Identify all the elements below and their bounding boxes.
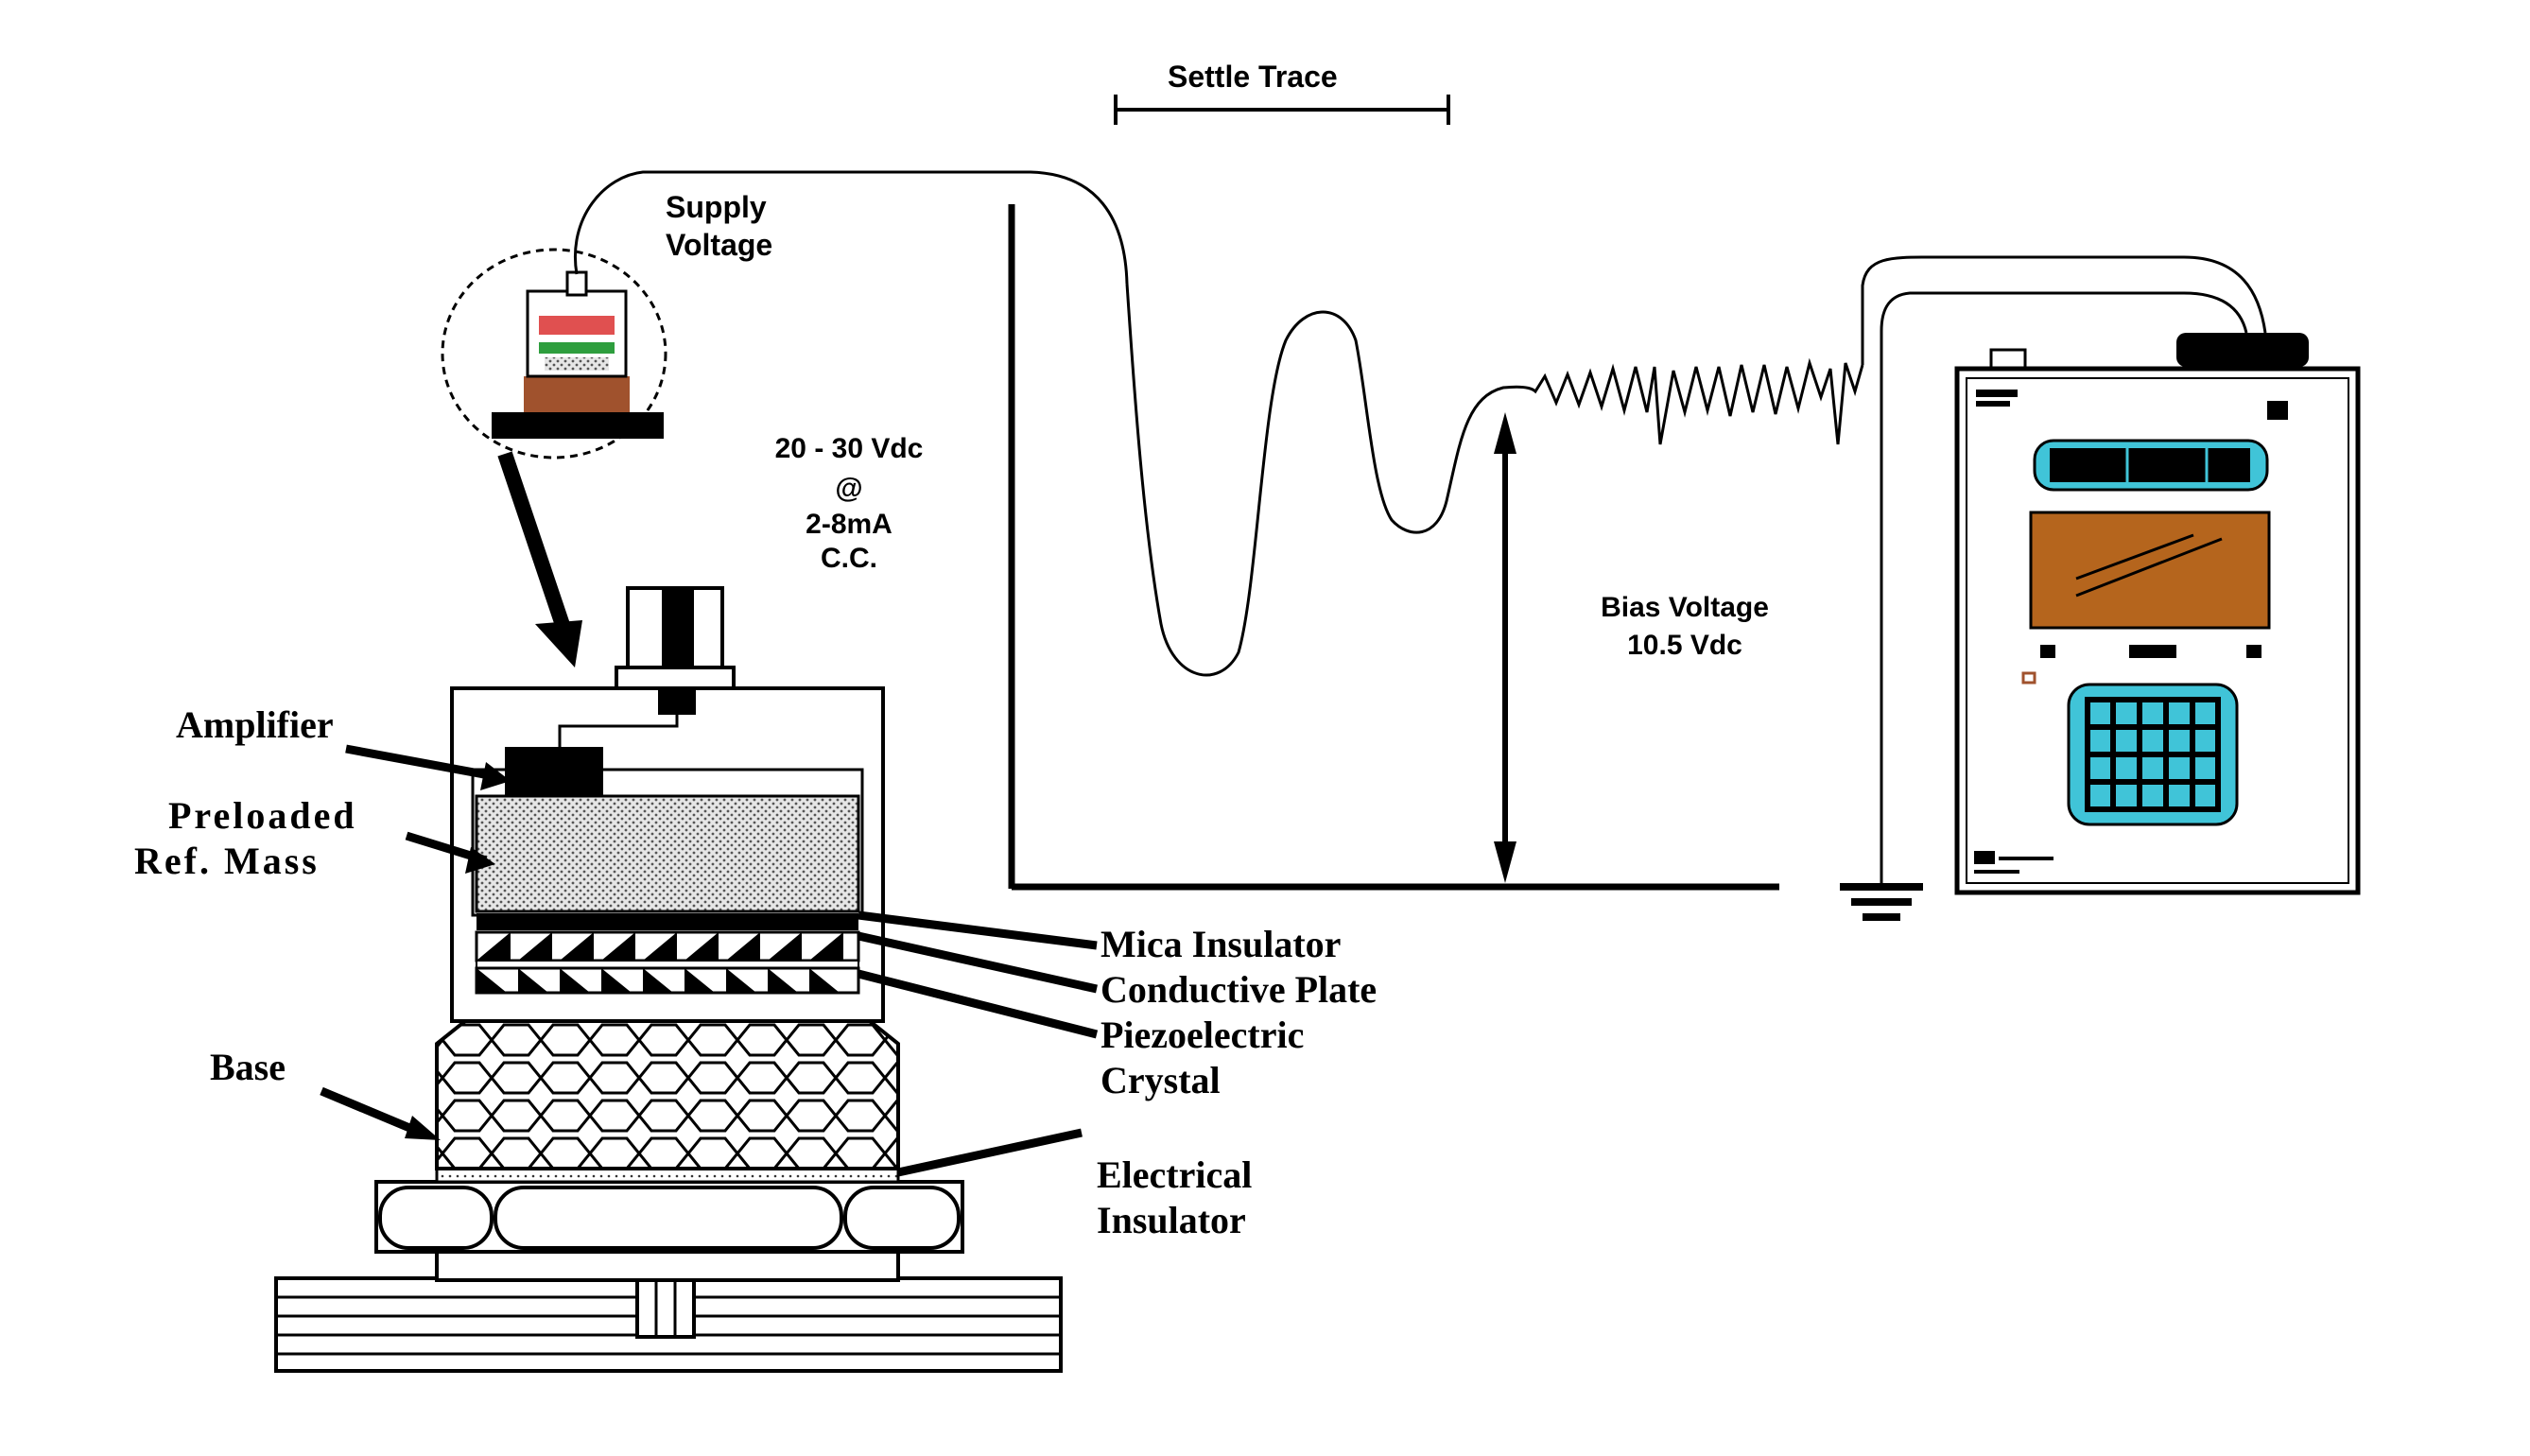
preloaded-label-line2: Ref. Mass bbox=[134, 840, 320, 882]
supply-cable bbox=[574, 170, 1129, 285]
piezo-label-line2: Crystal bbox=[1100, 1059, 1221, 1101]
base-label: Base bbox=[210, 1046, 286, 1088]
crystal-triangles-top bbox=[477, 932, 843, 961]
amplifier-block bbox=[505, 711, 679, 796]
signal-analyzer-device-icon bbox=[1954, 333, 2361, 895]
dc-spec-line1: 20 - 30 Vdc bbox=[775, 433, 924, 464]
base-flange bbox=[374, 1180, 964, 1254]
conductive-plate-label: Conductive Plate bbox=[1100, 968, 1377, 1011]
electrical-insulator-label-line1: Electrical bbox=[1097, 1153, 1252, 1196]
connector bbox=[615, 586, 736, 715]
electrical-insulator-layer bbox=[435, 1167, 900, 1184]
bias-voltage-label-line2: 10.5 Vdc bbox=[1627, 630, 1742, 661]
amplifier-label: Amplifier bbox=[176, 703, 334, 746]
ground-cable bbox=[1880, 291, 2248, 883]
preloaded-mass bbox=[475, 794, 860, 913]
dc-spec-line3: 2-8mA bbox=[806, 509, 892, 540]
settle-trace-waveform bbox=[1125, 283, 1864, 677]
accelerometer-thumbnail bbox=[441, 248, 667, 459]
meter-cable bbox=[1861, 255, 2267, 365]
settle-trace-label: Settle Trace bbox=[1168, 60, 1338, 94]
preloaded-label-line1: Preloaded bbox=[168, 794, 357, 837]
dc-spec-line2: @ bbox=[835, 473, 862, 504]
supply-voltage-label-line1: Supply bbox=[666, 190, 767, 224]
crystal-triangles-bottom bbox=[477, 968, 840, 993]
mounting-base-plate bbox=[274, 1276, 1063, 1373]
mica-insulator-label: Mica Insulator bbox=[1100, 923, 1341, 965]
crystal-stack bbox=[475, 913, 860, 995]
settle-trace-bracket bbox=[1114, 95, 1450, 125]
zoom-arrow bbox=[497, 451, 582, 667]
electrical-insulator-label-line2: Insulator bbox=[1097, 1199, 1246, 1241]
ground-symbol-icon bbox=[1840, 883, 1923, 921]
base-body bbox=[435, 1019, 900, 1170]
scope-trace-panel bbox=[1008, 95, 1864, 891]
leader-arrowheads bbox=[405, 762, 511, 1140]
keypad-grid bbox=[2085, 697, 2221, 812]
labels: Settle Trace Supply Voltage 20 - 30 Vdc … bbox=[134, 60, 1769, 1241]
bias-voltage-label-line1: Bias Voltage bbox=[1601, 592, 1769, 623]
accelerometer-section bbox=[274, 586, 1099, 1373]
supply-voltage-label-line2: Voltage bbox=[666, 228, 772, 262]
dc-spec-line4: C.C. bbox=[821, 543, 877, 574]
piezo-label-line1: Piezoelectric bbox=[1100, 1014, 1304, 1056]
